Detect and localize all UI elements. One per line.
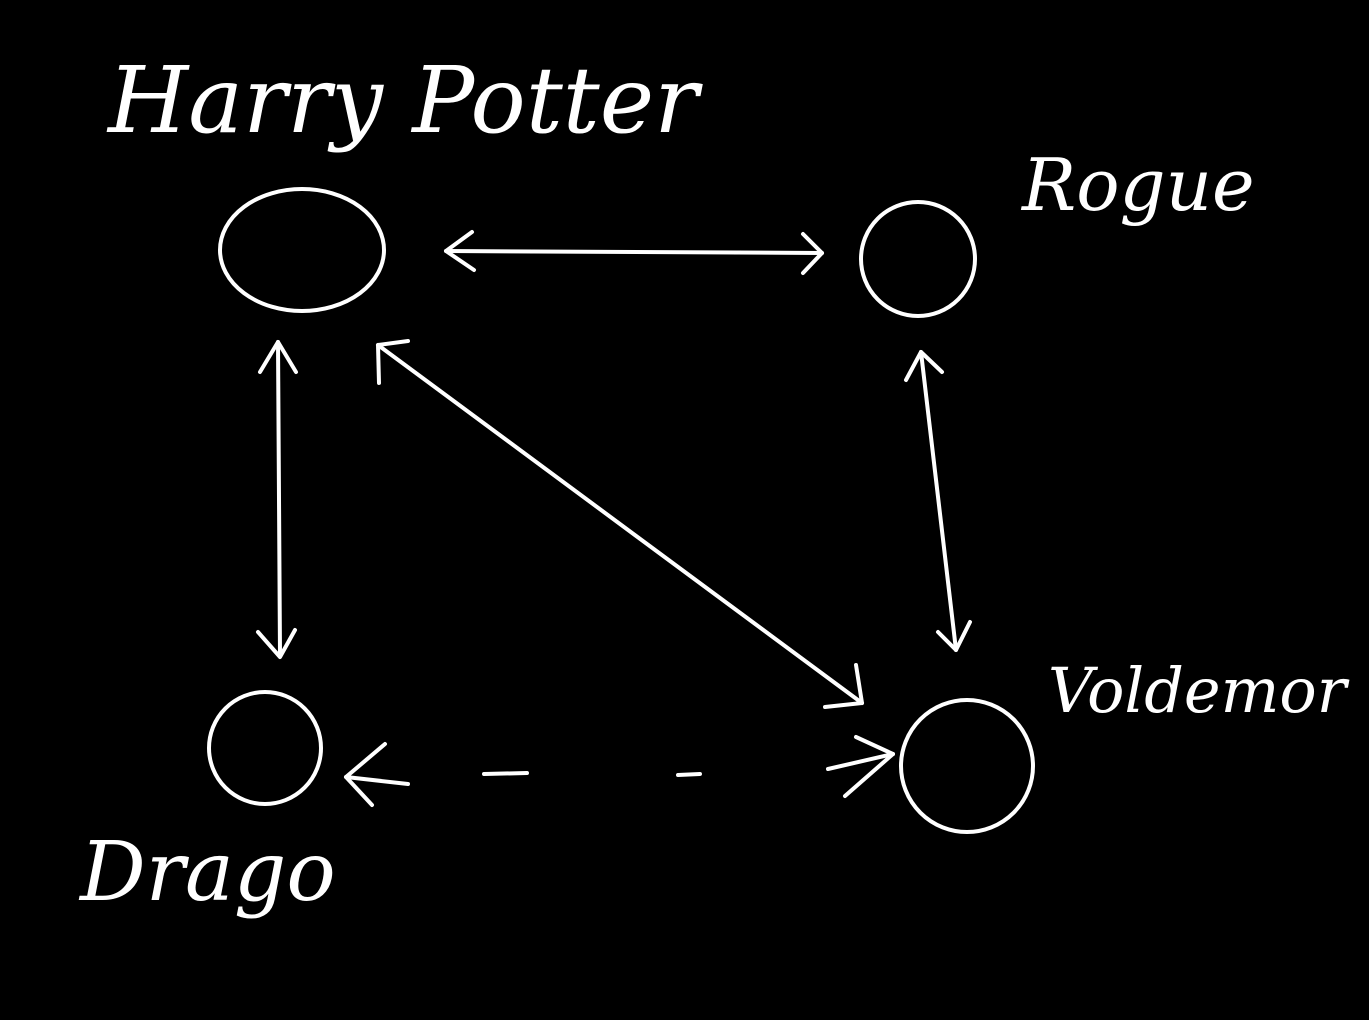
node-label-voldemor: Voldemor: [1048, 654, 1350, 727]
edge-rogue-voldemor: [904, 350, 972, 652]
node-harry[interactable]: [218, 187, 386, 313]
edge-harry-drago: [256, 340, 298, 659]
node-rogue[interactable]: [859, 200, 977, 318]
edge-drago-voldemor: [344, 735, 895, 807]
node-drago[interactable]: [207, 690, 323, 806]
edge-harry-voldemor: [376, 339, 864, 709]
node-label-harry: Harry Potter: [106, 47, 703, 154]
node-label-drago: Drago: [78, 825, 336, 920]
node-label-rogue: Rogue: [1020, 143, 1255, 227]
edge-harry-rogue: [444, 230, 824, 275]
node-voldemor[interactable]: [899, 698, 1035, 834]
